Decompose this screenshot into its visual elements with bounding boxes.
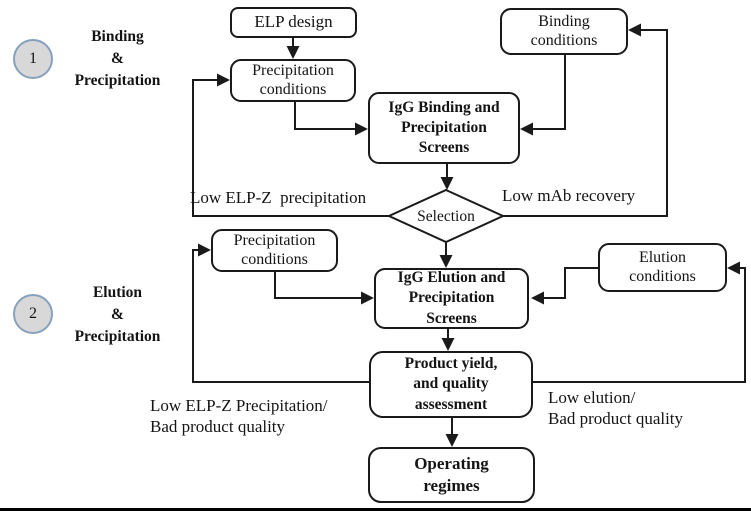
node-igg-elution-screens: IgG Elution and Precipitation Screens <box>374 268 529 329</box>
arrow-elution-cond-to-igg-elution <box>531 267 598 305</box>
node-product-yield: Product yield, and quality assessment <box>369 351 533 418</box>
node-precipitation-conditions-1: Precipitation conditions <box>230 59 356 102</box>
feedback-selection-to-precip1 <box>192 73 389 217</box>
feedback-product-yield-to-precip2 <box>192 243 369 383</box>
selection-diamond <box>386 188 506 244</box>
arrow-precip2-to-igg-elution <box>274 272 374 305</box>
node-elp-design: ELP design <box>230 7 357 38</box>
node-operating-regimes: Operating regimes <box>368 447 535 503</box>
arrow-binding-cond-to-igg-binding <box>520 55 566 136</box>
phase-1-label: Binding & Precipitation <box>74 28 161 89</box>
phase-2-number: 2 <box>29 305 37 322</box>
bottom-rule <box>0 508 751 511</box>
feedback-product-yield-to-elution-cond <box>533 261 746 383</box>
node-selection-label: Selection <box>417 208 475 225</box>
label-low-elution-bad-quality: Low elution/ Bad product quality <box>548 388 684 428</box>
node-binding-conditions: Binding conditions <box>500 8 628 55</box>
node-precipitation-conditions-2: Precipitation conditions <box>211 229 338 272</box>
label-low-mab-recovery: Low mAb recovery <box>502 186 636 205</box>
label-low-elp-bad-quality: Low ELP-Z Precipitation/ Bad product qua… <box>150 396 328 436</box>
feedback-selection-to-binding-cond <box>503 23 668 217</box>
phase-1-circle: 1 <box>13 39 53 79</box>
label-low-elp-precipitation: Low ELP-Z precipitation <box>190 188 367 207</box>
arrow-precip1-to-igg-binding <box>294 102 368 136</box>
phase-1-number: 1 <box>29 50 37 67</box>
phase-2-circle: 2 <box>13 294 53 334</box>
phase-2-label: Elution & Precipitation <box>74 284 161 345</box>
node-igg-binding-screens: IgG Binding and Precipitation Screens <box>368 92 520 164</box>
node-elution-conditions: Elution conditions <box>598 243 727 292</box>
